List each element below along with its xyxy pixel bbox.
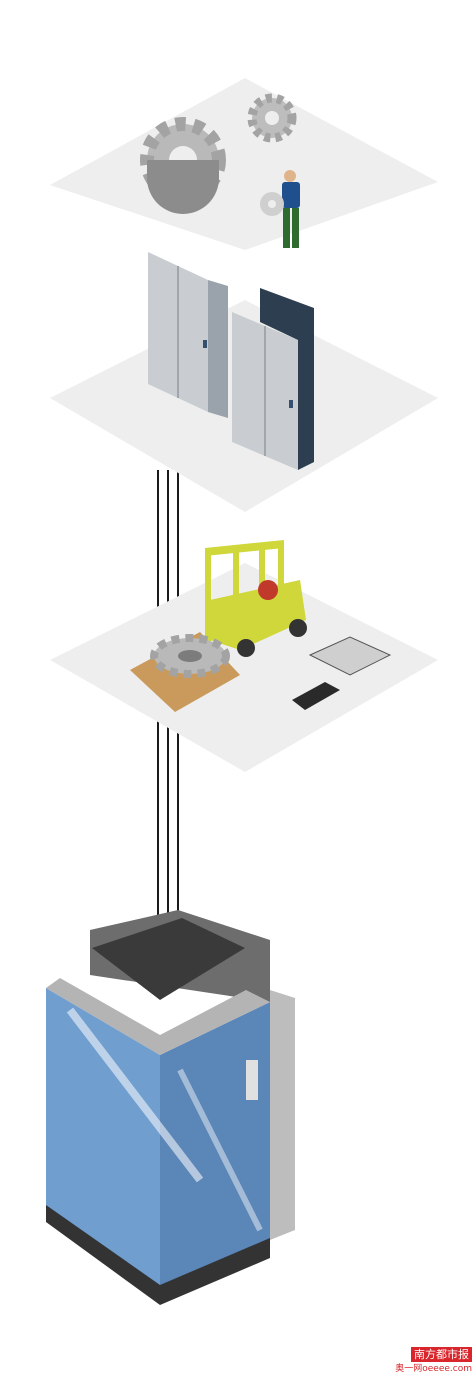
forklift-icon (205, 540, 307, 657)
dark-block (292, 682, 340, 710)
gear-icon (140, 117, 226, 214)
platform-top (50, 78, 438, 250)
elevator-door-icon (148, 252, 228, 418)
pallet-icon (130, 632, 240, 712)
metal-plate (308, 636, 392, 676)
watermark-line2: 奥一网oeeee.com (395, 1364, 472, 1374)
watermark-line1: 南方都市报 (411, 1347, 472, 1362)
gear-icon (247, 93, 297, 143)
newspaper-watermark: 南方都市报 奥一网oeeee.com (395, 1347, 472, 1375)
platform-forklift (50, 563, 438, 772)
elevator-car-icon (46, 910, 295, 1305)
worker-icon (260, 170, 300, 248)
elevator-door-icon (232, 288, 314, 470)
